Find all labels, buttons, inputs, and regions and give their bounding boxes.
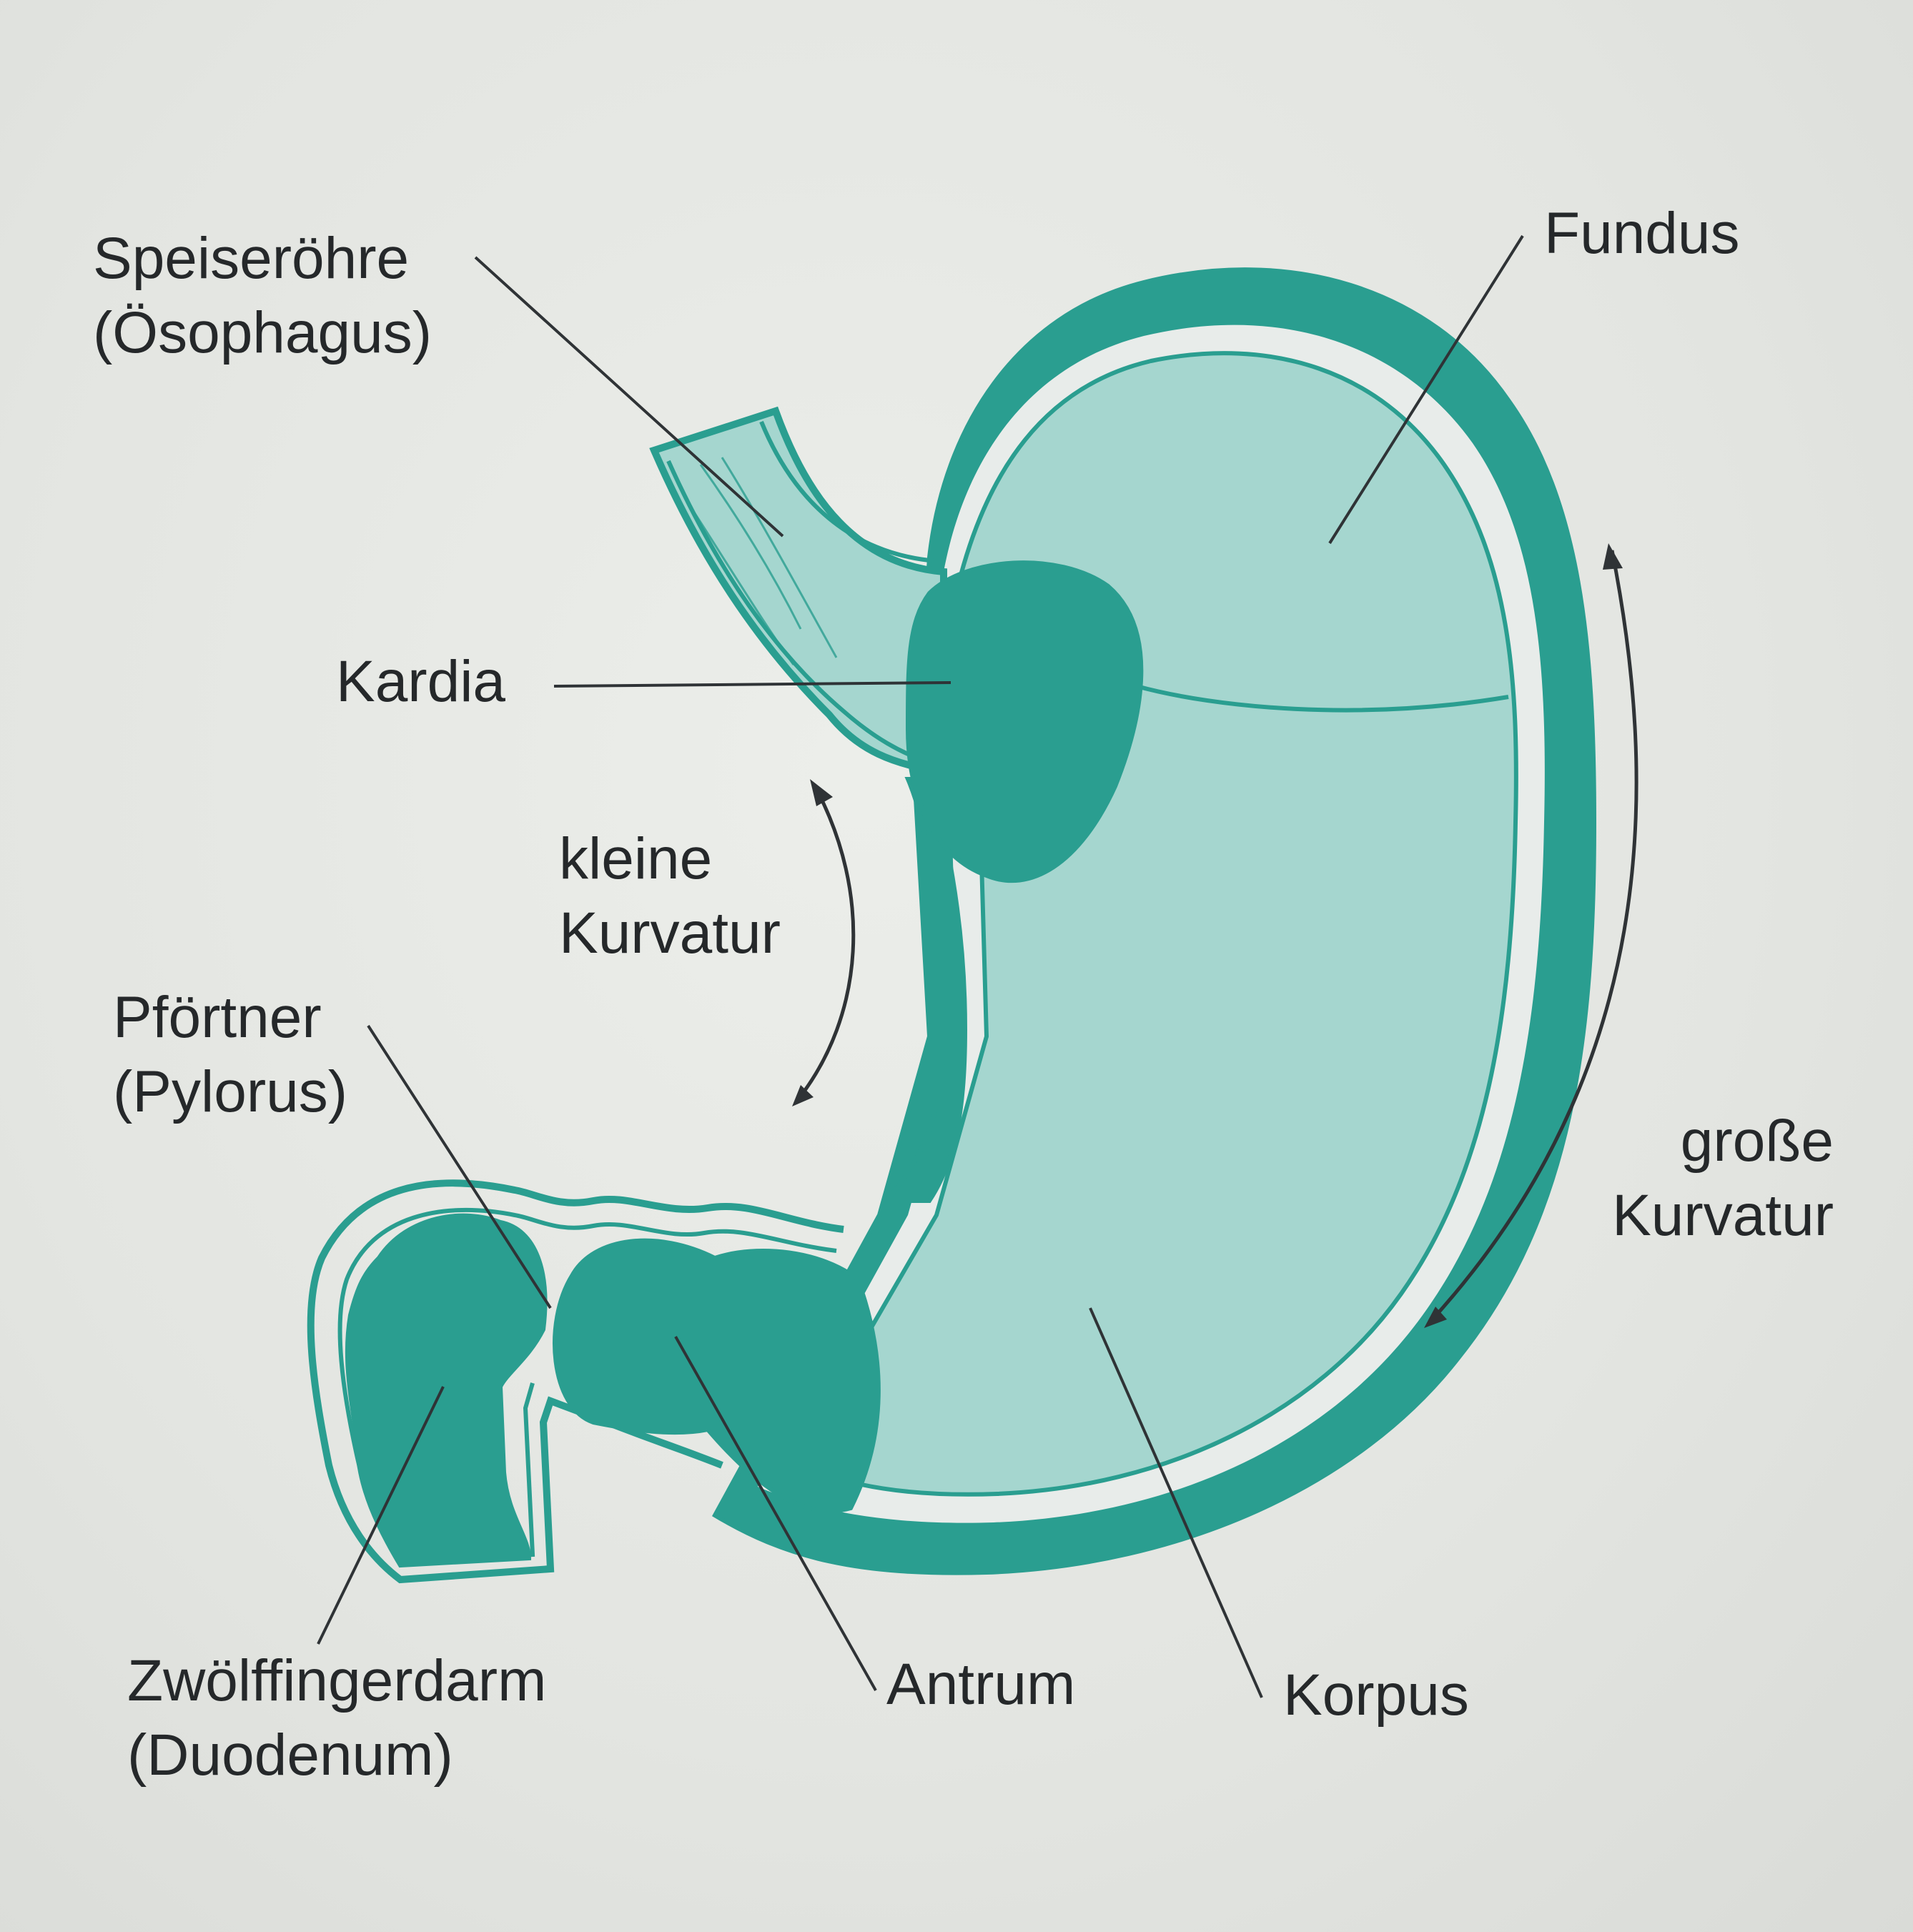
grosse-kurvatur-arrowhead-bottom: [1424, 1307, 1447, 1328]
fundus-boundary: [1136, 684, 1509, 713]
label-kardia-text: Kardia: [336, 649, 506, 714]
antrum-region: [553, 1238, 881, 1513]
leader-line-duodenum: [317, 1386, 445, 1645]
label-oesophagus-line2: (Ösophagus): [93, 300, 432, 365]
label-pylorus: Pförtner (Pylorus): [113, 981, 347, 1129]
leader-line-oesophagus: [474, 256, 784, 538]
label-fundus-text: Fundus: [1544, 201, 1740, 266]
label-pylorus-line2: (Pylorus): [113, 1059, 348, 1124]
leader-line-pylorus: [367, 1024, 552, 1309]
label-duodenum-line1: Zwölffingerdarm: [127, 1648, 547, 1713]
pylorus-canal-wall: [307, 1179, 844, 1584]
label-antrum-text: Antrum: [886, 1652, 1076, 1717]
label-kleine-kurvatur: kleine Kurvatur: [559, 822, 781, 971]
leader-line-antrum: [674, 1336, 877, 1691]
grosse-kurvatur-arrowhead-top: [1603, 543, 1623, 570]
lesser-curvature-wall: [881, 777, 968, 1203]
label-oesophagus-line1: Speiseröhre: [93, 226, 410, 291]
duodenum-region: [345, 1213, 548, 1568]
label-grosse-kurvatur-line1: große: [1680, 1109, 1834, 1174]
leader-line-korpus: [1089, 1307, 1263, 1698]
label-antrum: Antrum: [886, 1648, 1075, 1722]
oesophagus-striations: [685, 457, 838, 665]
oesophagus-inner-line-2: [759, 420, 937, 563]
grosse-kurvatur-arrow: [1428, 550, 1638, 1324]
label-kleine-kurvatur-line1: kleine: [559, 826, 713, 891]
kardia-region: [905, 560, 1144, 883]
kleine-kurvatur-arrowhead-top: [810, 779, 833, 806]
label-grosse-kurvatur: große Kurvatur: [1558, 1104, 1834, 1253]
label-duodenum-line2: (Duodenum): [127, 1723, 453, 1788]
label-duodenum: Zwölffingerdarm (Duodenum): [127, 1644, 546, 1793]
label-korpus-text: Korpus: [1283, 1663, 1469, 1728]
label-fundus: Fundus: [1544, 197, 1740, 271]
label-grosse-kurvatur-line2: Kurvatur: [1612, 1183, 1834, 1248]
kleine-kurvatur-arrow: [796, 785, 856, 1102]
label-oesophagus: Speiseröhre (Ösophagus): [93, 222, 432, 370]
label-pylorus-line1: Pförtner: [113, 985, 322, 1050]
label-kardia: Kardia: [336, 645, 505, 719]
kleine-kurvatur-arrowhead-bottom: [792, 1085, 814, 1106]
label-kleine-kurvatur-line2: Kurvatur: [559, 901, 781, 966]
label-korpus: Korpus: [1283, 1658, 1469, 1733]
leader-line-fundus: [1328, 234, 1524, 545]
leader-line-kardia: [553, 681, 951, 688]
